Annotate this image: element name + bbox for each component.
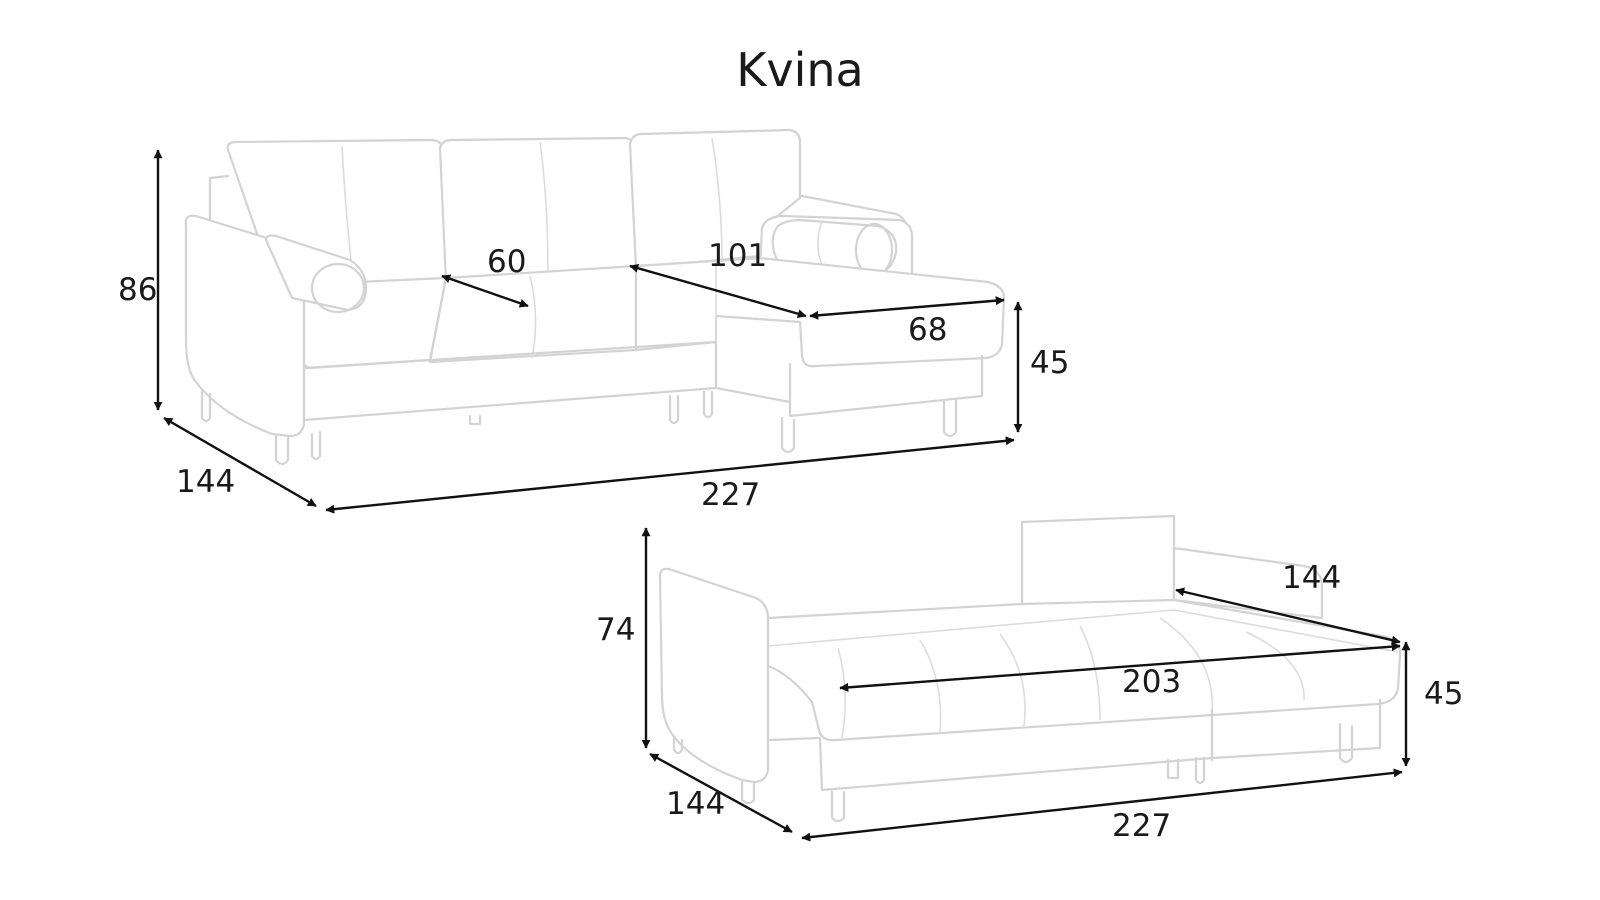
- unfolded-seat-height-label: 45: [1424, 676, 1463, 712]
- seat-height-label: 45: [1030, 345, 1069, 381]
- depth-label: 144: [176, 464, 235, 500]
- seat-depth-arrow: [441, 274, 529, 308]
- width-label: 227: [701, 477, 760, 513]
- chaise-length-label: 101: [708, 238, 767, 274]
- width-arrow: [325, 436, 1015, 514]
- chaise-width-arrow: [809, 296, 1005, 320]
- seat-depth-label: 60: [487, 244, 526, 280]
- unfolded-dimensions: 74 144 203 45 144 227: [596, 527, 1463, 844]
- product-title: Kvina: [736, 43, 864, 97]
- unfolded-width-arrow: [801, 768, 1403, 842]
- bed-length-label: 203: [1122, 664, 1181, 700]
- unfolded-depth-label: 144: [666, 786, 725, 822]
- bed-length-arrow: [839, 642, 1401, 692]
- assembled-sofa-drawing: [184, 128, 1006, 466]
- chaise-width-label: 68: [908, 312, 947, 348]
- unfolded-width-label: 227: [1112, 808, 1171, 844]
- bed-width-arrow: [1175, 587, 1401, 645]
- unfolded-height-label: 74: [596, 612, 635, 648]
- height-label: 86: [118, 272, 157, 308]
- bed-width-label: 144: [1282, 560, 1341, 596]
- chaise-length-arrow: [629, 263, 807, 319]
- depth-arrow: [163, 416, 317, 508]
- unfolded-depth-arrow: [649, 752, 793, 834]
- assembled-dimensions: 86 60 101 68 45 144 227: [118, 149, 1069, 514]
